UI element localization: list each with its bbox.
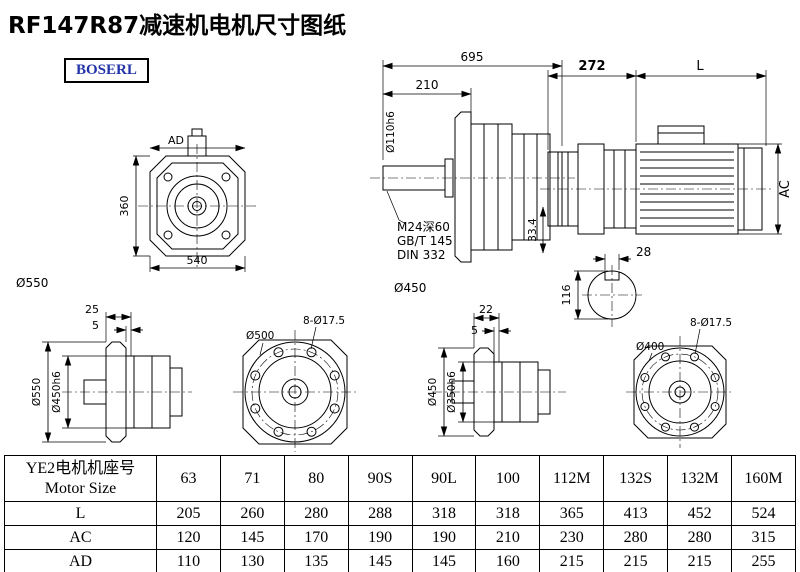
shaft-section-view: 28 116 (560, 245, 651, 327)
table-cell: 170 (283, 525, 349, 550)
table-cell: 280 (667, 525, 733, 550)
flange-face-500-view: Ø500 8-Ø17.5 (233, 315, 357, 452)
dim-33-4-label: 33.4 (527, 218, 539, 242)
table-row-ac: AC 120 145 170 190 190 210 230 280 280 3… (4, 525, 796, 550)
table-cell: 315 (731, 525, 796, 550)
shaft-dia-label: Ø110h6 (385, 111, 397, 153)
technical-drawing: AD 360 540 Ø550 695 (16, 50, 793, 452)
dim-5c-label: 5 (471, 324, 478, 337)
dim-5a-label: 5 (92, 319, 99, 332)
table-cell: 280 (603, 525, 669, 550)
row-label: AC (4, 525, 157, 550)
table-cell: 190 (347, 525, 413, 550)
row-label: L (4, 501, 157, 526)
face-d-holes-label: 8-Ø17.5 (690, 317, 732, 329)
table-cell: 318 (475, 501, 541, 526)
side-flange-label: Ø450 (394, 281, 426, 295)
table-cell: 280 (283, 501, 349, 526)
table-cell: 288 (347, 501, 413, 526)
table-cell: 160 (475, 549, 541, 572)
table-header-cell: 71 (219, 455, 285, 502)
table-cell: 205 (156, 501, 221, 526)
flange-a-outer-label: Ø550 (31, 378, 43, 406)
table-header-cell: 90S (347, 455, 413, 502)
flange-c-outer-label: Ø450 (427, 378, 439, 406)
table-row-l: L 205 260 280 288 318 318 365 413 452 52… (4, 501, 796, 526)
table-cell: 110 (156, 549, 221, 572)
flange-450-side-view: 22 5 Ø450 Ø350h6 (427, 303, 566, 437)
dim-540-label: 540 (187, 254, 208, 267)
face-b-holes-label: 8-Ø17.5 (303, 315, 345, 327)
table-row-ad: AD 110 130 135 145 145 160 215 215 215 2… (4, 549, 796, 572)
table-cell: 524 (731, 501, 796, 526)
table-cell: 365 (539, 501, 605, 526)
table-cell: 145 (219, 525, 285, 550)
motor-side-view: 272 L AC (540, 59, 793, 235)
table-header-cell: 112M (539, 455, 605, 502)
dimension-table: YE2电机机座号 Motor Size 63 71 80 90S 90L 100… (4, 455, 796, 572)
standard-din-label: DIN 332 (397, 248, 445, 262)
table-cell: 215 (539, 549, 605, 572)
dim-360-label: 360 (118, 196, 131, 217)
tap-hole-label: M24深60 (397, 220, 450, 234)
table-cell: 318 (411, 501, 477, 526)
table-header-cell: 160M (731, 455, 796, 502)
flange-550-side-view: 25 5 Ø550 Ø450h6 (31, 303, 192, 443)
table-cell: 255 (731, 549, 796, 572)
table-header-motor-size: YE2电机机座号 Motor Size (4, 455, 157, 502)
table-cell: 190 (411, 525, 477, 550)
dim-ac-label: AC (778, 180, 793, 198)
dim-116-label: 116 (560, 285, 573, 306)
dim-28-label: 28 (636, 245, 651, 259)
dim-272-label: 272 (578, 59, 605, 74)
table-header-cell: 100 (475, 455, 541, 502)
flange-face-400-view: Ø400 8-Ø17.5 (626, 317, 734, 448)
front-view: AD 360 540 Ø550 (16, 128, 257, 290)
table-cell: 215 (603, 549, 669, 572)
table-header-row: YE2电机机座号 Motor Size 63 71 80 90S 90L 100… (4, 455, 796, 502)
flange-c-spigot-label: Ø350h6 (446, 371, 458, 413)
table-cell: 260 (219, 501, 285, 526)
dim-l-label: L (696, 59, 704, 74)
standard-gbt-label: GB/T 145 (397, 234, 453, 248)
row-label: AD (4, 549, 157, 572)
front-flange-label: Ø550 (16, 276, 48, 290)
dim-210-label: 210 (416, 78, 439, 92)
table-header-cell: 80 (283, 455, 349, 502)
gear-unit-side-view: 695 210 Ø110h6 M24深60 GB/T 145 DIN 332 3… (370, 50, 575, 295)
motor-size-label-en: Motor Size (44, 479, 117, 497)
table-cell: 210 (475, 525, 541, 550)
table-cell: 145 (411, 549, 477, 572)
table-cell: 145 (347, 549, 413, 572)
dim-22-label: 22 (479, 303, 493, 316)
table-cell: 120 (156, 525, 221, 550)
dim-ad-label: AD (168, 134, 184, 147)
table-header-cell: 63 (156, 455, 221, 502)
table-cell: 230 (539, 525, 605, 550)
table-cell: 413 (603, 501, 669, 526)
table-header-cell: 90L (411, 455, 477, 502)
table-cell: 452 (667, 501, 733, 526)
table-cell: 135 (283, 549, 349, 572)
table-header-cell: 132M (667, 455, 733, 502)
flange-a-spigot-label: Ø450h6 (51, 371, 63, 413)
face-b-bolt-circle-label: Ø500 (246, 330, 274, 342)
brand-logo: BOSERL (64, 58, 149, 83)
page-title: RF147R87减速机电机尺寸图纸 (8, 13, 347, 39)
dim-25-label: 25 (85, 303, 99, 316)
table-header-cell: 132S (603, 455, 669, 502)
motor-size-label-cn: YE2电机机座号 (25, 459, 136, 477)
face-d-bolt-circle-label: Ø400 (636, 341, 664, 353)
dim-695-label: 695 (461, 50, 484, 64)
table-cell: 130 (219, 549, 285, 572)
table-cell: 215 (667, 549, 733, 572)
